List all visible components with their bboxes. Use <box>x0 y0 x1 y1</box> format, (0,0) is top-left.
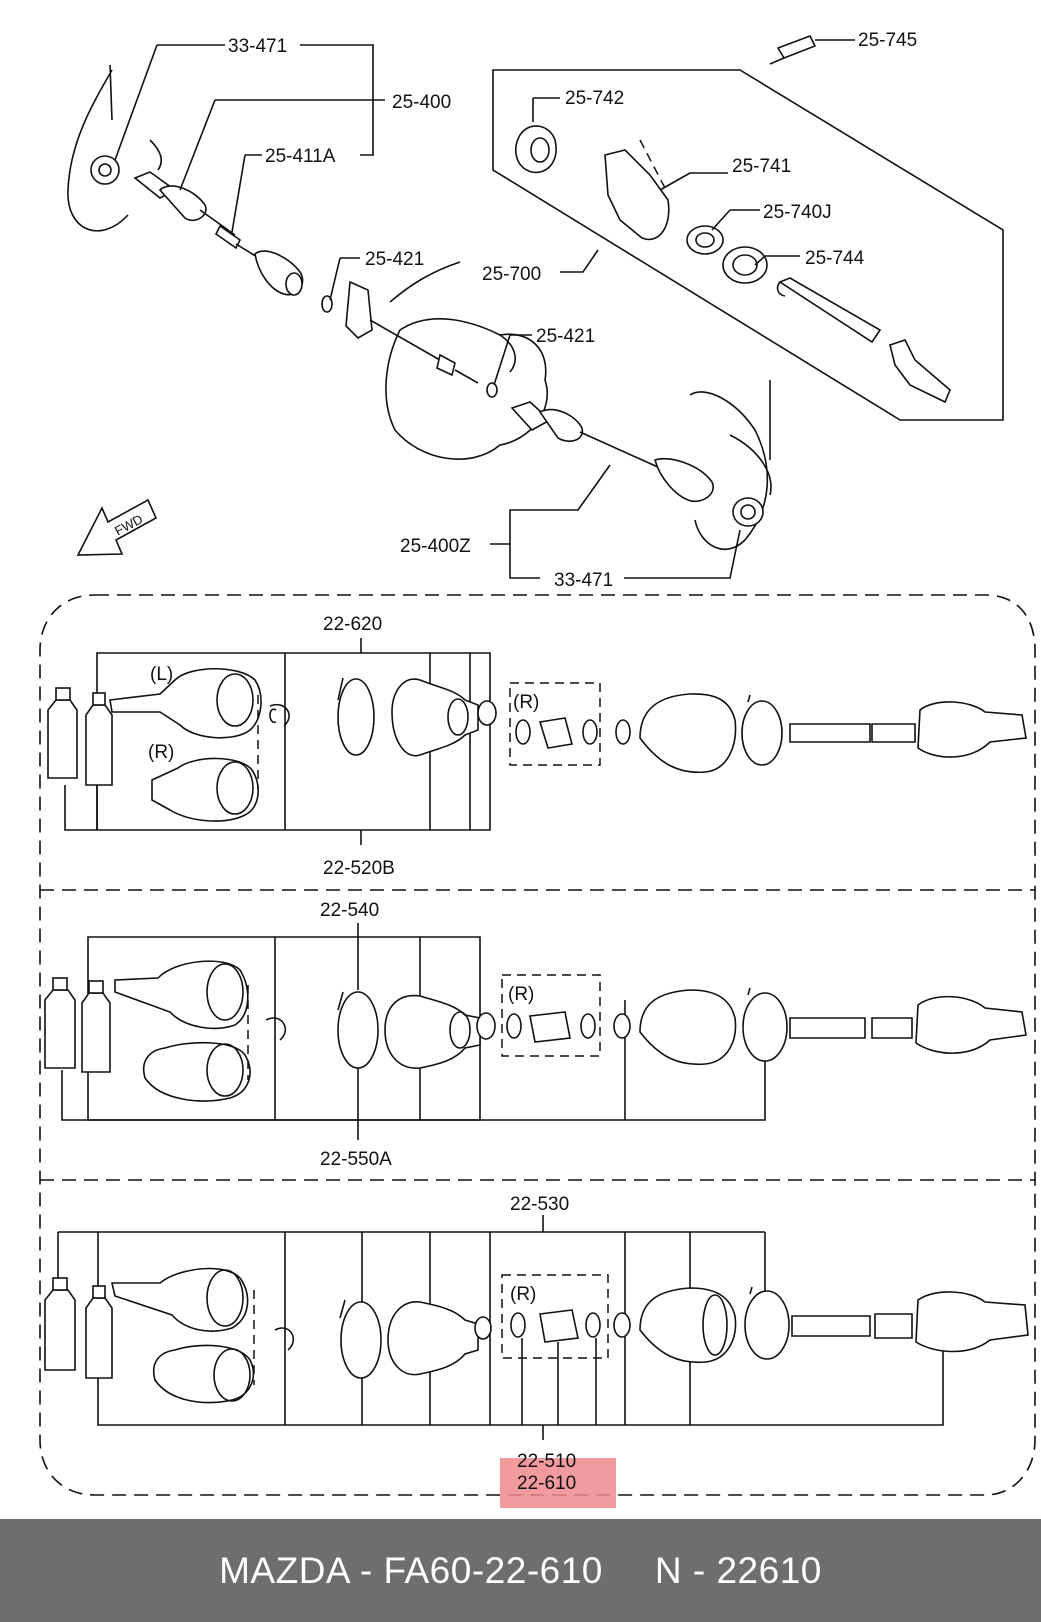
callout-25-742: 25-742 <box>565 88 624 109</box>
callout-25-740j: 25-740J <box>763 202 832 223</box>
callout-33-471-top: 33-471 <box>228 36 287 57</box>
callout-22-620: 22-620 <box>323 614 382 635</box>
part-number-footer: MAZDA - FA60-22-610 N - 22610 <box>0 1519 1041 1622</box>
callout-22-530: 22-530 <box>510 1194 569 1215</box>
r-group-label-1: (R) <box>513 692 539 713</box>
callout-25-421-a: 25-421 <box>365 249 424 270</box>
callout-25-411a: 25-411A <box>265 146 336 167</box>
callout-22-520b: 22-520B <box>323 858 395 879</box>
callout-25-744: 25-744 <box>805 248 865 269</box>
callout-25-400: 25-400 <box>392 92 451 113</box>
callout-22-550a: 22-550A <box>320 1149 392 1170</box>
callout-25-400z: 25-400Z <box>400 536 471 557</box>
callout-25-741: 25-741 <box>732 156 791 177</box>
r-group-label-2: (R) <box>508 984 534 1005</box>
r-group-label-3: (R) <box>510 1284 536 1305</box>
callout-22-540: 22-540 <box>320 900 379 921</box>
callout-25-745: 25-745 <box>858 30 917 51</box>
top-callouts: 33-471 25-400 25-411A 25-421 25-421 25-7… <box>114 30 917 591</box>
top-assembly: FWD <box>67 34 1004 556</box>
side-label-left: (L) <box>150 664 173 685</box>
variant-3: (R) 22-530 22-510 22-610 <box>44 1194 1029 1508</box>
highlight-box <box>500 1458 616 1508</box>
parts-diagram: FWD 33-471 25-400 25-411A 25-421 <box>39 30 1036 1508</box>
side-label-right: (R) <box>148 742 174 763</box>
callout-33-471-bottom: 33-471 <box>554 570 613 591</box>
alternate-part-number: N - 22610 <box>654 1549 822 1591</box>
callout-22-610: 22-610 <box>517 1473 576 1494</box>
driveshaft-variants-frame <box>39 594 1036 1496</box>
variant-2: (R) 22-540 22-550A <box>44 900 1027 1170</box>
callout-22-510: 22-510 <box>517 1451 576 1472</box>
brand-part-number: MAZDA - FA60-22-610 <box>219 1549 603 1591</box>
callout-25-700: 25-700 <box>482 264 541 285</box>
variant-1: (L) (R) (R) 22-620 22-52 <box>47 614 1027 879</box>
callout-25-421-b: 25-421 <box>536 326 595 347</box>
